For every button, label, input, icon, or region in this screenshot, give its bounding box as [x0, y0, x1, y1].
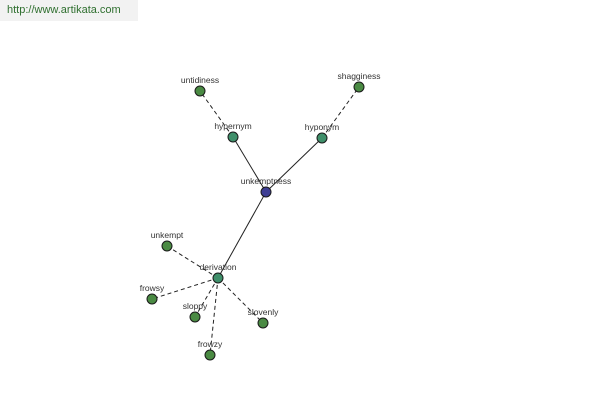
node-shagginess[interactable]: shagginess	[337, 71, 381, 93]
node-label: slovenly	[248, 307, 279, 317]
edge-hyponym-shagginess	[321, 86, 360, 139]
edges-layer	[151, 86, 360, 356]
node-label: frowsy	[140, 283, 165, 293]
edge-unkemptness-hyponym	[265, 137, 323, 193]
node-label: shagginess	[337, 71, 380, 81]
edge-derivation-unkempt	[166, 245, 219, 279]
node-marker[interactable]	[212, 272, 224, 284]
node-marker[interactable]	[194, 85, 206, 97]
node-marker[interactable]	[161, 240, 173, 252]
node-marker[interactable]	[353, 81, 365, 93]
node-untidiness[interactable]: untidiness	[181, 75, 219, 97]
node-unkempt[interactable]: unkempt	[151, 230, 184, 252]
node-label: sloppy	[183, 301, 208, 311]
node-derivation[interactable]: derivation	[200, 262, 237, 284]
node-label: unkemptness	[241, 176, 292, 186]
node-frowzy[interactable]: frowzy	[198, 339, 223, 361]
node-label: untidiness	[181, 75, 219, 85]
node-marker[interactable]	[146, 293, 158, 305]
edge-derivation-sloppy	[194, 277, 219, 318]
edge-derivation-frowsy	[151, 277, 219, 300]
node-hyponym[interactable]: hyponym	[305, 122, 340, 144]
node-slovenly[interactable]: slovenly	[248, 307, 279, 329]
node-hypernym[interactable]: hypernym	[214, 121, 252, 143]
node-marker[interactable]	[227, 131, 239, 143]
edge-derivation-slovenly	[217, 277, 264, 324]
edge-unkemptness-hypernym	[232, 136, 267, 193]
node-frowsy[interactable]: frowsy	[140, 283, 165, 305]
node-label: hypernym	[214, 121, 251, 131]
url-banner[interactable]: http://www.artikata.com	[0, 0, 138, 21]
node-marker[interactable]	[204, 349, 216, 361]
edge-derivation-frowzy	[209, 277, 219, 356]
node-label: unkempt	[151, 230, 184, 240]
node-unkemptness[interactable]: unkemptness	[241, 176, 292, 198]
node-label: hyponym	[305, 122, 340, 132]
node-sloppy[interactable]: sloppy	[183, 301, 208, 323]
node-label: frowzy	[198, 339, 223, 349]
node-marker[interactable]	[257, 317, 269, 329]
node-label: derivation	[200, 262, 237, 272]
node-marker[interactable]	[316, 132, 328, 144]
edge-hypernym-untidiness	[199, 90, 234, 138]
nodes-layer: unkemptness hypernym hyponym derivation unti…	[140, 71, 381, 361]
node-marker[interactable]	[260, 186, 272, 198]
edge-unkemptness-derivation	[217, 191, 267, 279]
node-marker[interactable]	[189, 311, 201, 323]
